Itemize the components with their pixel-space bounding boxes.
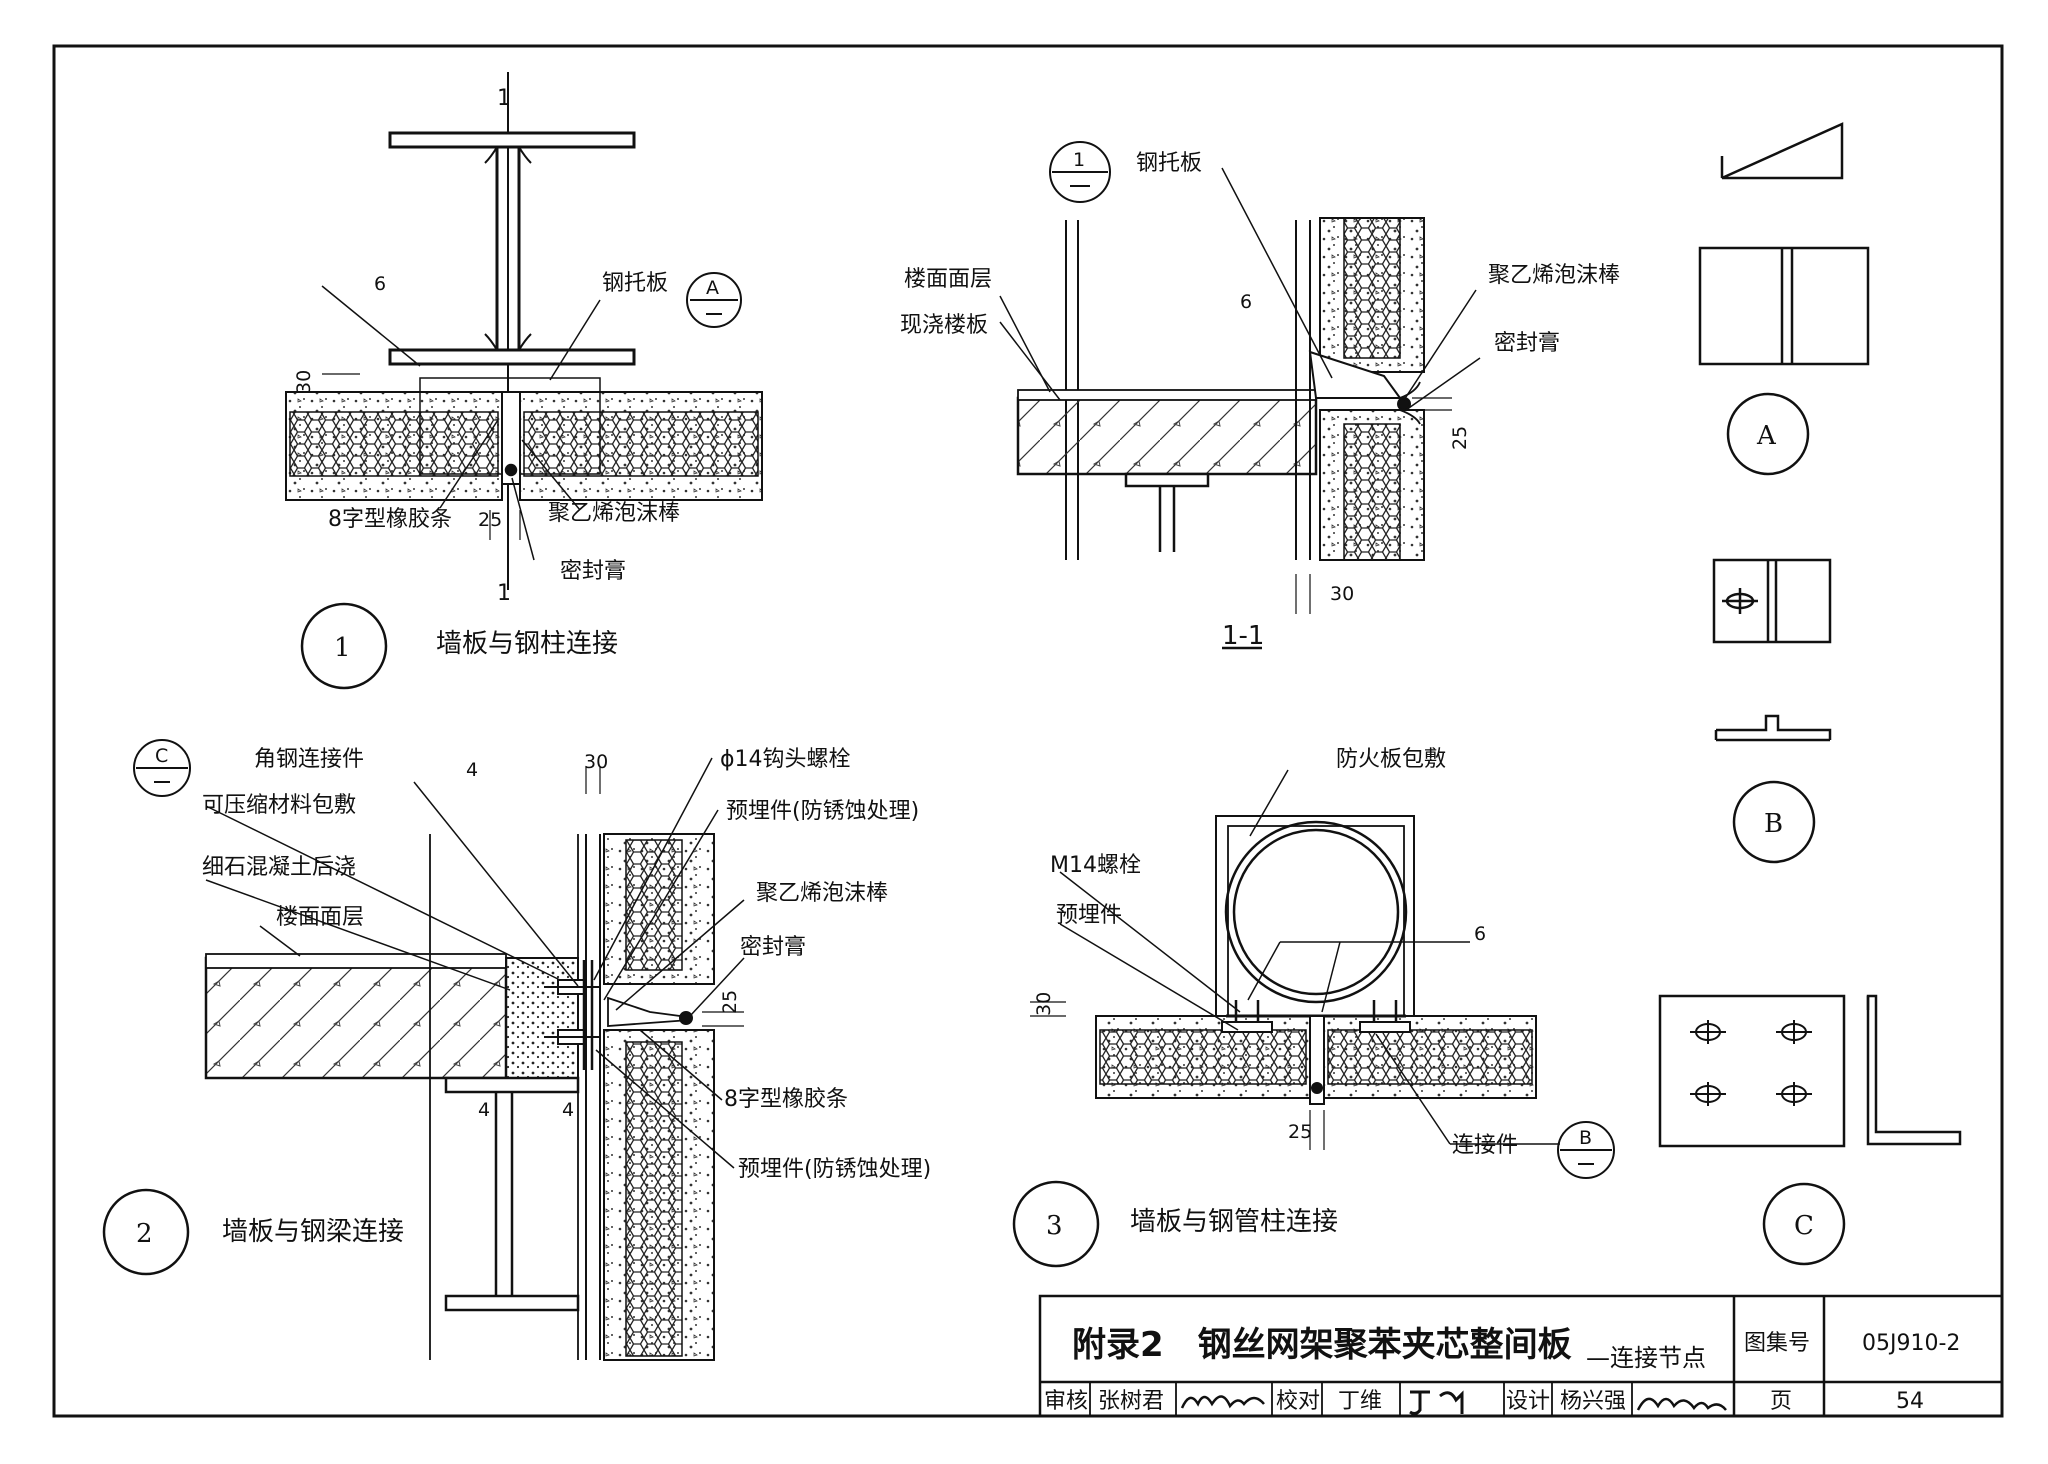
label-angle-connector: 角钢连接件 — [254, 747, 364, 772]
atlas-label: 图集号 — [1744, 1331, 1810, 1356]
label-sealant-s: 密封膏 — [1494, 331, 1560, 356]
svg-text:1: 1 — [1073, 149, 1085, 171]
title-subtitle: —连接节点 — [1586, 1344, 1706, 1372]
reviewer-name: 张树君 — [1098, 1389, 1164, 1414]
label-steel-plate-1: 钢托板 — [602, 271, 668, 296]
detail-1-title: 墙板与钢柱连接 — [436, 629, 618, 659]
weld-size-1: 6 — [374, 273, 386, 295]
ref-bubble-a-1: A — [686, 272, 742, 328]
weld-size-2c: 4 — [562, 1099, 574, 1121]
svg-text:C: C — [1794, 1211, 1814, 1241]
label-floor-finish-s: 楼面面层 — [904, 267, 992, 292]
detail-number-3: 3 — [1012, 1180, 1100, 1268]
label-embedded-part-bottom: 预埋件(防锈蚀处理) — [738, 1157, 931, 1182]
ref-bubble-1-on-section: 1 — [1049, 141, 1111, 203]
page-number: 54 — [1896, 1389, 1924, 1414]
check-label: 校对 — [1276, 1389, 1320, 1414]
side-detail-a-drawing — [1698, 122, 1870, 366]
weld-size-3: 6 — [1474, 923, 1486, 945]
review-label: 审核 — [1044, 1389, 1088, 1414]
label-fine-concrete: 细石混凝土后浇 — [202, 855, 356, 880]
label-bolt-m14: M14螺栓 — [1050, 853, 1141, 878]
label-hook-bolt: ϕ14钩头螺栓 — [720, 747, 851, 772]
section-1-1-title: 1-1 — [1222, 621, 1264, 651]
dim-30-2: 30 — [584, 751, 608, 773]
label-foam-rod-s: 聚乙烯泡沫棒 — [1488, 263, 1620, 288]
dim-25-3: 25 — [1288, 1121, 1312, 1143]
label-steel-plate-s: 钢托板 — [1136, 151, 1202, 176]
detail-number-2: 2 — [102, 1188, 190, 1276]
svg-text:3: 3 — [1046, 1211, 1063, 1241]
weld-size-2a: 4 — [466, 759, 478, 781]
designer-name: 杨兴强 — [1560, 1389, 1626, 1414]
title-main: 附录2 钢丝网架聚苯夹芯整间板 — [1072, 1325, 1572, 1365]
side-detail-c-label: C — [1762, 1182, 1846, 1266]
ref-bubble-c: C — [133, 739, 191, 797]
detail-2-title: 墙板与钢梁连接 — [222, 1217, 404, 1247]
detail-1-drawing — [285, 72, 763, 590]
label-sealant-2: 密封膏 — [740, 935, 806, 960]
sheet-border — [52, 44, 2004, 1418]
label-cast-slab-s: 现浇楼板 — [900, 313, 988, 338]
label-foam-rod-1: 聚乙烯泡沫棒 — [548, 501, 680, 526]
svg-text:B: B — [1579, 1127, 1592, 1149]
label-foam-rod-2: 聚乙烯泡沫棒 — [756, 881, 888, 906]
svg-text:A: A — [1756, 421, 1777, 451]
weld-size-s: 6 — [1240, 291, 1252, 313]
label-sealant-1: 密封膏 — [560, 559, 626, 584]
dim-25-s: 25 — [1449, 426, 1471, 450]
side-detail-a-label: A — [1726, 392, 1810, 476]
page-label: 页 — [1770, 1389, 1792, 1414]
dim-30-s: 30 — [1330, 583, 1354, 605]
svg-text:C: C — [155, 745, 168, 767]
detail-number-1: 1 — [300, 602, 388, 690]
svg-text:1: 1 — [334, 633, 351, 663]
label-fireproof-wrap: 防火板包敷 — [1336, 747, 1446, 772]
svg-text:2: 2 — [136, 1219, 153, 1249]
title-block — [1038, 1294, 2004, 1418]
label-embedded-part-3: 预埋件 — [1056, 903, 1122, 928]
svg-text:B: B — [1764, 809, 1783, 839]
cut-mark-1-top: 1 — [497, 86, 511, 111]
checker-name: 丁维 — [1338, 1389, 1382, 1414]
design-label: 设计 — [1506, 1389, 1550, 1414]
cut-mark-1-bottom: 1 — [497, 581, 511, 606]
side-detail-b-label: B — [1732, 780, 1816, 864]
label-connector-3: 连接件 — [1452, 1133, 1518, 1158]
side-detail-b-drawing — [1712, 558, 1832, 742]
detail-3-title: 墙板与钢管柱连接 — [1130, 1207, 1338, 1237]
label-compressible-wrap: 可压缩材料包敷 — [202, 793, 356, 818]
label-rubber-strip-1: 8字型橡胶条 — [328, 507, 452, 532]
ref-a-letter-1: A — [706, 277, 719, 299]
dim-25-1: 25 — [478, 509, 502, 531]
label-rubber-strip-2: 8字型橡胶条 — [724, 1087, 848, 1112]
side-detail-c-drawing — [1658, 994, 1962, 1148]
atlas-number: 05J910-2 — [1862, 1331, 1960, 1356]
ref-bubble-b: B — [1557, 1121, 1615, 1179]
dim-25-2: 25 — [719, 990, 741, 1014]
label-embedded-part-top: 预埋件(防锈蚀处理) — [726, 799, 919, 824]
weld-size-2b: 4 — [478, 1099, 490, 1121]
section-1-1-drawing — [999, 167, 1481, 650]
dim-30-3: 30 — [1033, 992, 1055, 1016]
label-floor-finish-2: 楼面面层 — [276, 905, 364, 930]
dim-30-1: 30 — [293, 370, 315, 394]
detail-3-drawing — [1030, 769, 1560, 1150]
detail-2-drawing — [204, 757, 745, 1361]
